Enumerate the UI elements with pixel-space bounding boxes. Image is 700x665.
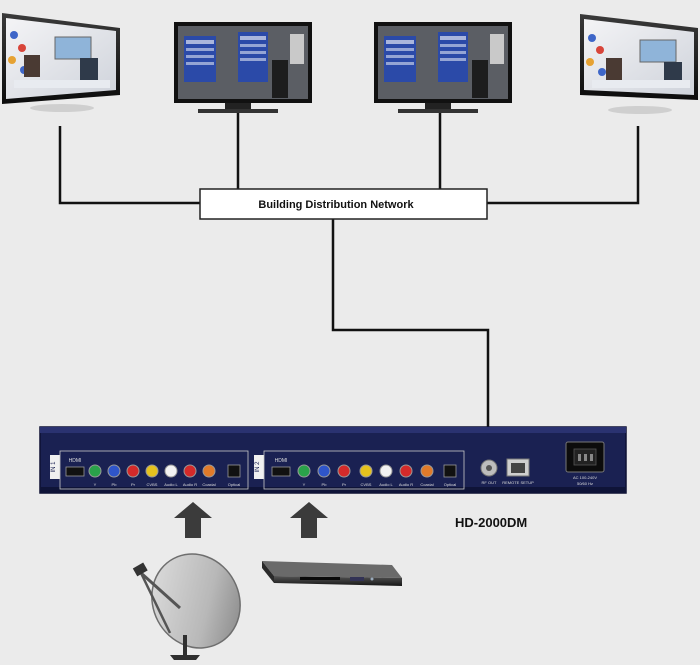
port-label-pr-1: Pr bbox=[131, 482, 136, 487]
port-label-y-1: Y bbox=[94, 482, 97, 487]
tv-screen-icon bbox=[2, 13, 120, 112]
rf-out-label: RF OUT bbox=[482, 480, 497, 485]
network-box: Building Distribution Network bbox=[199, 188, 488, 220]
port-label-coaxial-1: Coaxial bbox=[202, 482, 215, 487]
remote-setup-port: REMOTE SETUP bbox=[502, 458, 534, 485]
rf-out-port: RF OUT bbox=[480, 459, 498, 485]
port-label-optical-1: Optical bbox=[228, 482, 241, 487]
tv-screen-icon bbox=[580, 14, 698, 114]
input-1-tag: IN 1 bbox=[51, 461, 57, 473]
power-inlet: AC 100-240V 50/60 Hz bbox=[565, 441, 605, 486]
tv-screen-icon bbox=[374, 22, 512, 113]
hdmi-label-2: HDMI bbox=[275, 458, 288, 464]
tv-screen-icon bbox=[174, 22, 312, 113]
input-group-2: IN 2 HDMI Y Pb Pr CVBS Audio L Audio R C… bbox=[254, 450, 465, 490]
port-label-coaxial-2: Coaxial bbox=[420, 482, 433, 487]
link-device bbox=[331, 219, 490, 427]
port-label-cvbs-2: CVBS bbox=[361, 482, 372, 487]
tv-4 bbox=[580, 14, 698, 114]
connection-lines bbox=[58, 113, 640, 427]
link-tv-4 bbox=[487, 126, 640, 205]
input-2-tag: IN 2 bbox=[255, 461, 261, 473]
tv-2 bbox=[174, 22, 312, 113]
port-label-pr-2: Pr bbox=[342, 482, 347, 487]
input-group-1: IN 1 HDMI Y Pb Pr CVBS Audio L Audio R C… bbox=[50, 450, 249, 490]
power-rating: AC 100-240V bbox=[573, 475, 597, 480]
hdmi-port-1 bbox=[65, 466, 85, 477]
network-label: Building Distribution Network bbox=[258, 199, 414, 211]
port-label-audio-r-2: Audio R bbox=[399, 482, 413, 487]
hdmi-port-2 bbox=[271, 466, 291, 477]
dvd-player-icon bbox=[262, 561, 402, 586]
port-label-audio-r-1: Audio R bbox=[183, 482, 197, 487]
tv-3 bbox=[374, 22, 512, 113]
port-label-y-2: Y bbox=[303, 482, 306, 487]
port-label-optical-2: Optical bbox=[444, 482, 457, 487]
port-label-audio-l-1: Audio L bbox=[164, 482, 178, 487]
hdmi-label-1: HDMI bbox=[69, 458, 82, 464]
up-arrow-icon bbox=[174, 502, 212, 538]
satellite-dish-icon bbox=[132, 553, 241, 660]
tv-1 bbox=[2, 13, 120, 112]
port-label-audio-l-2: Audio L bbox=[379, 482, 393, 487]
port-label-pb-2: Pb bbox=[322, 482, 328, 487]
remote-setup-label: REMOTE SETUP bbox=[502, 480, 534, 485]
up-arrow-icon bbox=[290, 502, 328, 538]
device-model-label: HD-2000DM bbox=[455, 515, 527, 530]
power-frequency: 50/60 Hz bbox=[577, 481, 593, 486]
link-tv-1 bbox=[58, 126, 200, 205]
hd-2000dm-device: IN 1 HDMI Y Pb Pr CVBS Audio L Audio R C… bbox=[39, 426, 627, 494]
port-label-cvbs-1: CVBS bbox=[147, 482, 158, 487]
port-label-pb-1: Pb bbox=[112, 482, 118, 487]
